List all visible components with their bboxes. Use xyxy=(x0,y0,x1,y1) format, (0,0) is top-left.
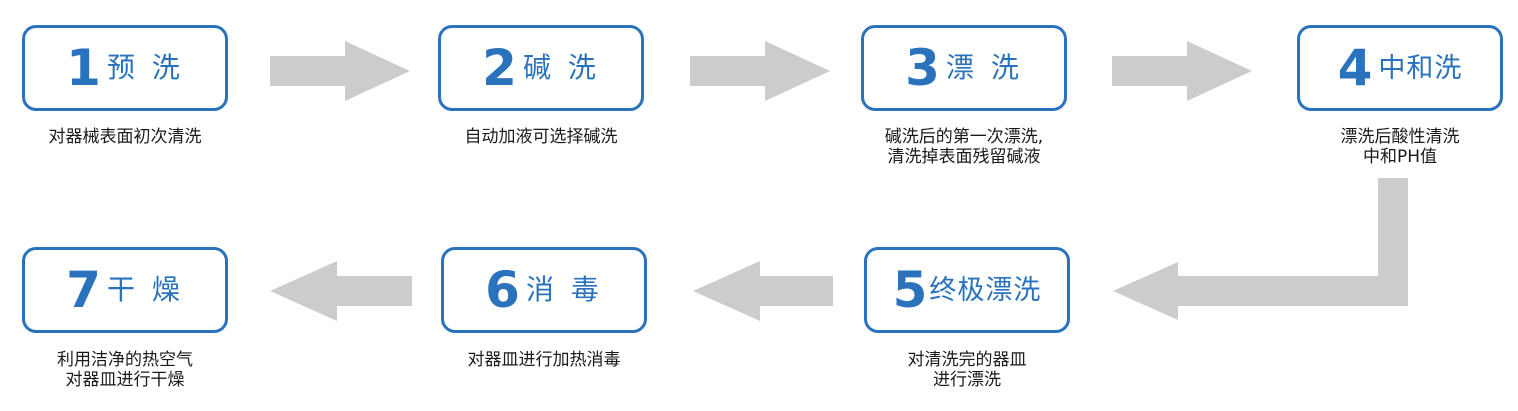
arrow-1-to-2 xyxy=(270,41,410,101)
step-number: 2 xyxy=(482,39,517,97)
step-title: 干 燥 xyxy=(106,273,184,306)
description-line: 漂洗后酸性清洗 xyxy=(1340,127,1460,147)
step-3-box: 3 漂 洗 xyxy=(861,25,1067,111)
step-title: 中和洗 xyxy=(1378,52,1463,84)
step-2-box: 2 碱 洗 xyxy=(438,25,644,111)
description-line: 自动加液可选择碱洗 xyxy=(464,127,618,147)
arrow-4-to-5 xyxy=(1113,178,1408,320)
description-line: 碱洗后的第一次漂洗, xyxy=(884,127,1044,147)
step-4-box: 4 中和洗 xyxy=(1297,25,1503,111)
description-line: 对器械表面初次清洗 xyxy=(48,127,202,147)
step-6-description: 对器皿进行加热消毒 xyxy=(414,350,674,370)
arrow-5-to-6 xyxy=(693,261,833,321)
step-number: 4 xyxy=(1337,39,1373,97)
step-number: 7 xyxy=(66,261,101,319)
step-7-description: 利用洁净的热空气 对器皿进行干燥 xyxy=(0,350,255,390)
step-6-box: 6 消 毒 xyxy=(441,247,647,333)
step-number: 1 xyxy=(66,39,101,97)
description-line: 对器皿进行加热消毒 xyxy=(467,350,621,370)
description-line: 对清洗完的器皿 xyxy=(907,350,1027,370)
step-3-description: 碱洗后的第一次漂洗, 清洗掉表面残留碱液 xyxy=(834,127,1094,167)
step-title: 终极漂洗 xyxy=(929,274,1042,306)
step-5-description: 对清洗完的器皿 进行漂洗 xyxy=(837,350,1097,390)
step-1-box: 1 预 洗 xyxy=(22,25,228,111)
arrow-3-to-4 xyxy=(1112,41,1252,101)
step-7-box: 7 干 燥 xyxy=(22,247,228,333)
description-line: 进行漂洗 xyxy=(933,370,1001,390)
description-line: 中和PH值 xyxy=(1362,147,1438,167)
step-title: 消 毒 xyxy=(525,273,603,306)
step-2-description: 自动加液可选择碱洗 xyxy=(411,127,671,147)
description-line: 利用洁净的热空气 xyxy=(57,350,193,370)
arrow-2-to-3 xyxy=(690,41,830,101)
step-4-description: 漂洗后酸性清洗 中和PH值 xyxy=(1270,127,1518,167)
step-number: 6 xyxy=(485,261,520,319)
step-number: 3 xyxy=(905,39,940,97)
description-line: 清洗掉表面残留碱液 xyxy=(887,147,1041,167)
step-5-box: 5 终极漂洗 xyxy=(864,247,1070,333)
step-number: 5 xyxy=(892,261,928,319)
arrow-6-to-7 xyxy=(270,261,412,321)
step-title: 碱 洗 xyxy=(522,51,600,84)
step-title: 预 洗 xyxy=(106,51,184,84)
step-1-description: 对器械表面初次清洗 xyxy=(0,127,255,147)
description-line: 对器皿进行干燥 xyxy=(65,370,185,390)
step-title: 漂 洗 xyxy=(945,51,1023,84)
